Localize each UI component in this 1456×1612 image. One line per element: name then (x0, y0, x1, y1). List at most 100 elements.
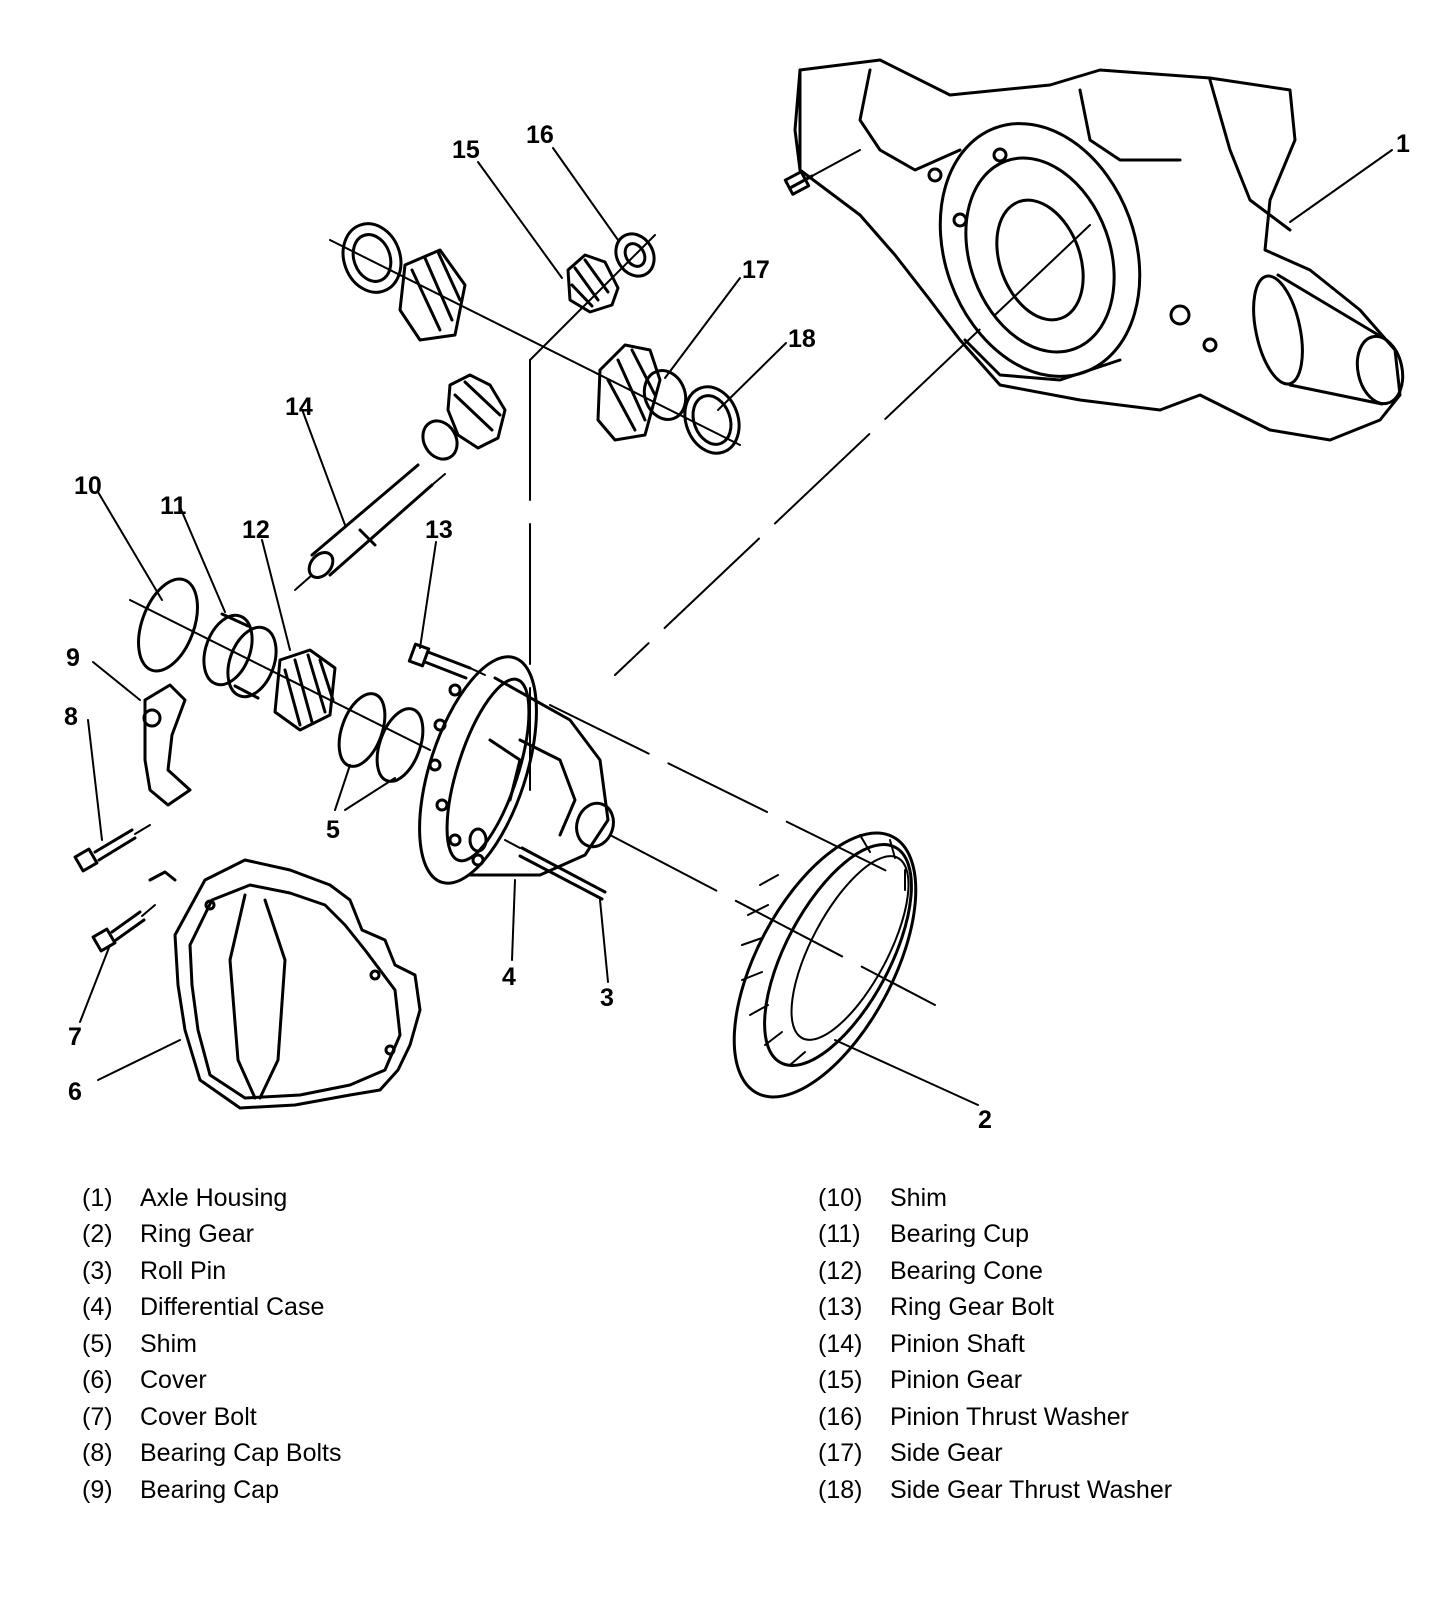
legend-item: (15) Pinion Gear (818, 1363, 1172, 1400)
side-gear-left-part (341, 222, 467, 342)
legend-label: Bearing Cap (140, 1475, 279, 1504)
ring-gear-bolt-part (407, 642, 486, 680)
legend-item: (9) Bearing Cap (82, 1472, 342, 1509)
callout-4: 4 (502, 963, 516, 991)
legend-item: (16) Pinion Thrust Washer (818, 1399, 1172, 1436)
legend-item: (12) Bearing Cone (818, 1253, 1172, 1290)
legend-number: (12) (818, 1256, 863, 1285)
legend-item: (7) Cover Bolt (82, 1399, 342, 1436)
callout-14: 14 (285, 393, 313, 421)
legend-item: (3) Roll Pin (82, 1253, 342, 1290)
legend-item: (11) Bearing Cup (818, 1217, 1172, 1254)
legend-number: (2) (82, 1220, 113, 1249)
legend-item: (17) Side Gear (818, 1436, 1172, 1473)
callout-10: 10 (74, 472, 102, 500)
roll-pin-part (504, 839, 607, 901)
legend-label: Bearing Cap Bolts (140, 1439, 342, 1468)
callout-9: 9 (66, 644, 80, 672)
shim-left-part (137, 577, 199, 673)
legend-number: (7) (82, 1402, 113, 1431)
differential-case-part (418, 655, 615, 885)
legend-label: Bearing Cup (890, 1220, 1029, 1249)
pinion-gear-part (566, 253, 620, 314)
legend-column-right: (10) Shim (11) Bearing Cup (12) Bearing Con… (818, 1180, 1172, 1509)
bearing-cone-part (273, 648, 337, 732)
legend-number: (10) (818, 1183, 863, 1212)
side-gear-axis-line (329, 239, 741, 446)
legend-number: (15) (818, 1366, 863, 1395)
legend-number: (9) (82, 1475, 113, 1504)
legend-label: Pinion Thrust Washer (890, 1402, 1129, 1431)
legend-number: (18) (818, 1475, 863, 1504)
center-line-housing (614, 224, 1091, 676)
housing-bolt-part (783, 170, 814, 196)
legend-number: (16) (818, 1402, 863, 1431)
legend-label: Differential Case (140, 1293, 325, 1322)
side-gear-right-part (596, 343, 688, 442)
bearing-cap-part (142, 683, 192, 807)
exploded-view-diagram: 1 2 3 4 5 6 7 8 9 10 11 12 13 14 15 16 1… (64, 58, 1410, 1134)
legend-label: Side Gear (890, 1439, 1003, 1468)
callout-1: 1 (1396, 130, 1410, 158)
side-gear-thrust-washer-part (683, 385, 741, 455)
legend-column-left: (1)Axle Housing (2) Ring Gear (3) Roll Pin… (82, 1180, 342, 1509)
legend-label: Shim (140, 1329, 197, 1358)
pinion-thrust-washer-part (614, 232, 656, 278)
legend-item: (2) Ring Gear (82, 1217, 342, 1254)
legend-item: (13) Ring Gear Bolt (818, 1290, 1172, 1327)
callout-3: 3 (600, 984, 614, 1012)
legend-item: (1)Axle Housing (82, 1180, 342, 1217)
legend-label: Ring Gear (140, 1220, 254, 1249)
legend-label: Shim (890, 1183, 947, 1212)
callout-16: 16 (526, 121, 554, 149)
legend-number: (8) (82, 1439, 113, 1468)
legend-label: Cover (140, 1366, 207, 1395)
legend-label: Side Gear Thrust Washer (890, 1475, 1173, 1504)
legend-item: (4)Differential Case (82, 1290, 342, 1327)
legend-number: (14) (818, 1329, 863, 1358)
pinion-axis-line-upper (529, 234, 656, 361)
callout-8: 8 (64, 703, 78, 731)
legend-label: Axle Housing (140, 1183, 288, 1212)
callout-18: 18 (788, 325, 816, 353)
legend-item: (8) Bearing Cap Bolts (82, 1436, 342, 1473)
legend-label: Bearing Cone (890, 1256, 1043, 1285)
legend-number: (17) (818, 1439, 863, 1468)
legend-number: (13) (818, 1293, 863, 1322)
legend-number: (11) (818, 1220, 861, 1249)
callout-6: 6 (68, 1078, 82, 1106)
callout-17: 17 (742, 256, 770, 284)
legend-label: Pinion Shaft (890, 1329, 1025, 1358)
legend-number: (6) (82, 1366, 113, 1395)
callout-12: 12 (242, 516, 270, 544)
callout-13: 13 (425, 516, 453, 544)
leader-lines (79, 147, 1393, 1106)
legend-item: (14) Pinion Shaft (818, 1326, 1172, 1363)
shim-right-part (337, 692, 425, 783)
legend-item: (18) Side Gear Thrust Washer (818, 1472, 1172, 1509)
legend-label: Cover Bolt (140, 1402, 257, 1431)
bearing-cup-part (202, 612, 278, 700)
callout-5: 5 (326, 816, 340, 844)
callout-labels: 1 2 3 4 5 6 7 8 9 10 11 12 13 14 15 16 1… (64, 121, 1410, 1134)
callout-15: 15 (452, 136, 480, 164)
legend-item: (6) Cover (82, 1363, 342, 1400)
ring-gear-part (732, 831, 918, 1099)
legend-label: Ring Gear Bolt (890, 1293, 1054, 1322)
pinion-shaft-axis-line (294, 473, 446, 591)
callout-7: 7 (68, 1023, 82, 1051)
bearing-cap-bolt-part (73, 824, 151, 873)
legend-label: Roll Pin (140, 1256, 227, 1285)
callout-11: 11 (160, 492, 187, 520)
pinion-shaft-part (307, 463, 434, 580)
axle-housing-part (793, 58, 1405, 442)
housing-axis-line (811, 149, 861, 177)
legend-label: Pinion Gear (890, 1366, 1023, 1395)
legend-number: (3) (82, 1256, 113, 1285)
legend-item: (5)Shim (82, 1326, 342, 1363)
callout-2: 2 (978, 1106, 992, 1134)
cover-part (148, 858, 422, 1110)
center-line-ring-gear (549, 704, 906, 881)
cover-bolt-part (91, 904, 156, 953)
legend-item: (10) Shim (818, 1180, 1172, 1217)
